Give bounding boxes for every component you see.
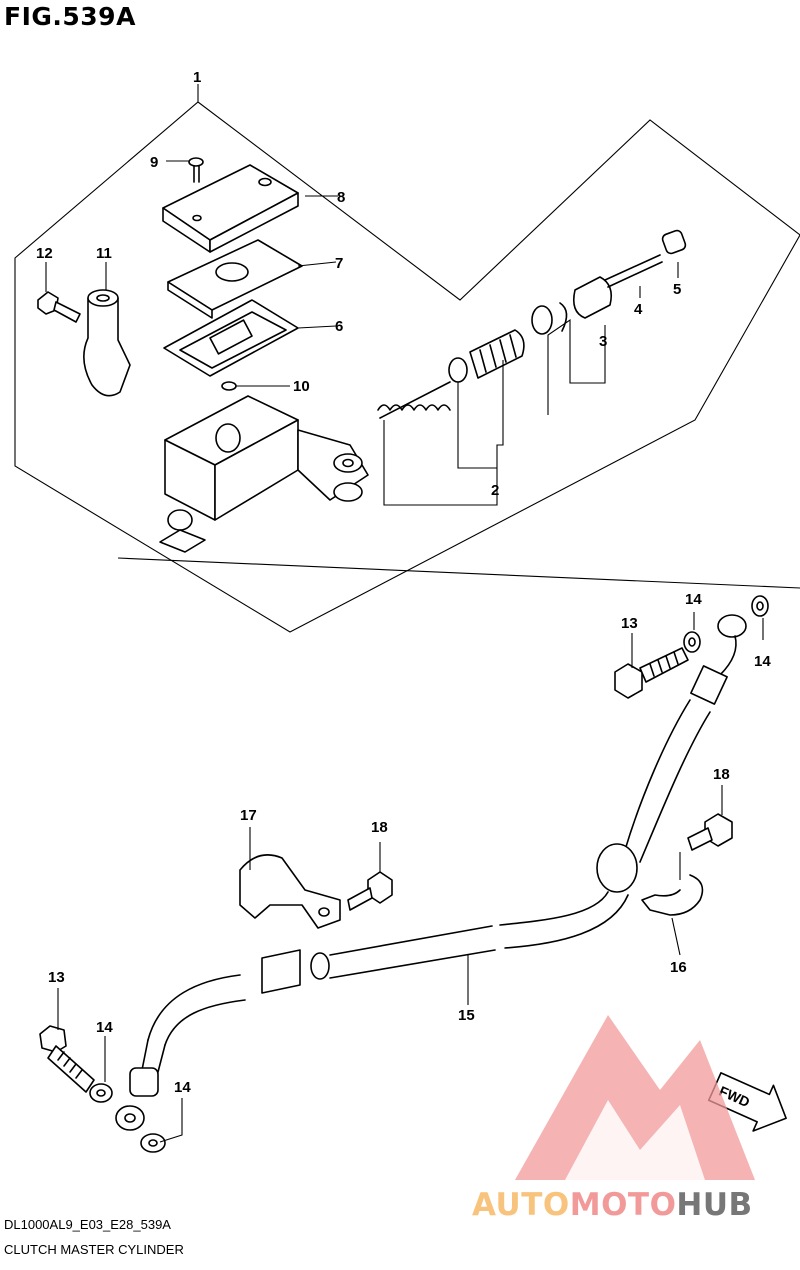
callout-10: 10 bbox=[293, 378, 310, 395]
assembly-boundary-box bbox=[14, 101, 800, 633]
callout-1: 1 bbox=[193, 69, 201, 86]
clamp-bolt-18-lower-part bbox=[347, 871, 393, 911]
gasket-washer-part bbox=[89, 1083, 113, 1103]
callout-4: 4 bbox=[634, 301, 643, 318]
watermark-hub: HUB bbox=[676, 1187, 753, 1223]
callout-18: 18 bbox=[713, 766, 730, 783]
callout-14: 14 bbox=[174, 1079, 191, 1096]
callout-13: 13 bbox=[621, 615, 638, 632]
callout-7: 7 bbox=[335, 255, 343, 272]
push-rod-part bbox=[604, 254, 663, 288]
clutch-hose-part bbox=[115, 614, 747, 1131]
watermark-auto: AUTO bbox=[472, 1187, 570, 1223]
boundary-line-bottom bbox=[117, 557, 800, 589]
rod-end-part bbox=[661, 229, 687, 255]
diaphragm-part bbox=[163, 299, 299, 377]
reservoir-cap-part bbox=[162, 164, 299, 253]
footer-title: CLUTCH MASTER CYLINDER bbox=[4, 1242, 184, 1257]
callout-2: 2 bbox=[491, 482, 499, 499]
figure-title: FIG.539A bbox=[4, 2, 136, 31]
hose-guide-part bbox=[641, 874, 704, 916]
callout-14: 14 bbox=[685, 591, 702, 608]
o-ring-part bbox=[221, 381, 237, 391]
piston-set-part bbox=[377, 329, 525, 419]
clamp-bolt-18-upper-part bbox=[687, 813, 733, 851]
piston-cup-part bbox=[531, 276, 613, 335]
callout-17: 17 bbox=[240, 807, 257, 824]
callout-3: 3 bbox=[599, 333, 607, 350]
callout-14: 14 bbox=[754, 653, 771, 670]
callout-15: 15 bbox=[458, 1007, 475, 1024]
hose-clamp-part bbox=[239, 854, 341, 929]
clamp-bolt-part bbox=[37, 291, 81, 323]
gasket-washer-part bbox=[751, 595, 769, 617]
cap-screw-part bbox=[188, 157, 204, 183]
forward-direction-arrow: FWD bbox=[707, 1072, 787, 1132]
union-bolt-lower-part bbox=[39, 1025, 95, 1093]
gasket-washer-part bbox=[140, 1133, 166, 1153]
watermark-text: AUTOMOTOHUB bbox=[472, 1187, 753, 1223]
callout-11: 11 bbox=[96, 245, 112, 262]
callout-9: 9 bbox=[150, 154, 158, 171]
watermark-moto: MOTO bbox=[569, 1187, 677, 1223]
callout-13: 13 bbox=[48, 969, 65, 986]
callout-6: 6 bbox=[335, 318, 343, 335]
union-bolt-upper-part bbox=[614, 647, 689, 699]
watermark-logo bbox=[515, 1015, 755, 1180]
callout-5: 5 bbox=[673, 281, 681, 298]
footer-code: DL1000AL9_E03_E28_539A bbox=[4, 1217, 171, 1232]
callout-18: 18 bbox=[371, 819, 388, 836]
callout-14: 14 bbox=[96, 1019, 113, 1036]
callout-8: 8 bbox=[337, 189, 345, 206]
gasket-washer-part bbox=[683, 631, 701, 653]
master-cylinder-body-part bbox=[159, 395, 369, 553]
callout-16: 16 bbox=[670, 959, 687, 976]
callout-12: 12 bbox=[36, 245, 53, 262]
diaphragm-plate-part bbox=[167, 239, 303, 319]
clamp-holder-part bbox=[83, 289, 131, 397]
